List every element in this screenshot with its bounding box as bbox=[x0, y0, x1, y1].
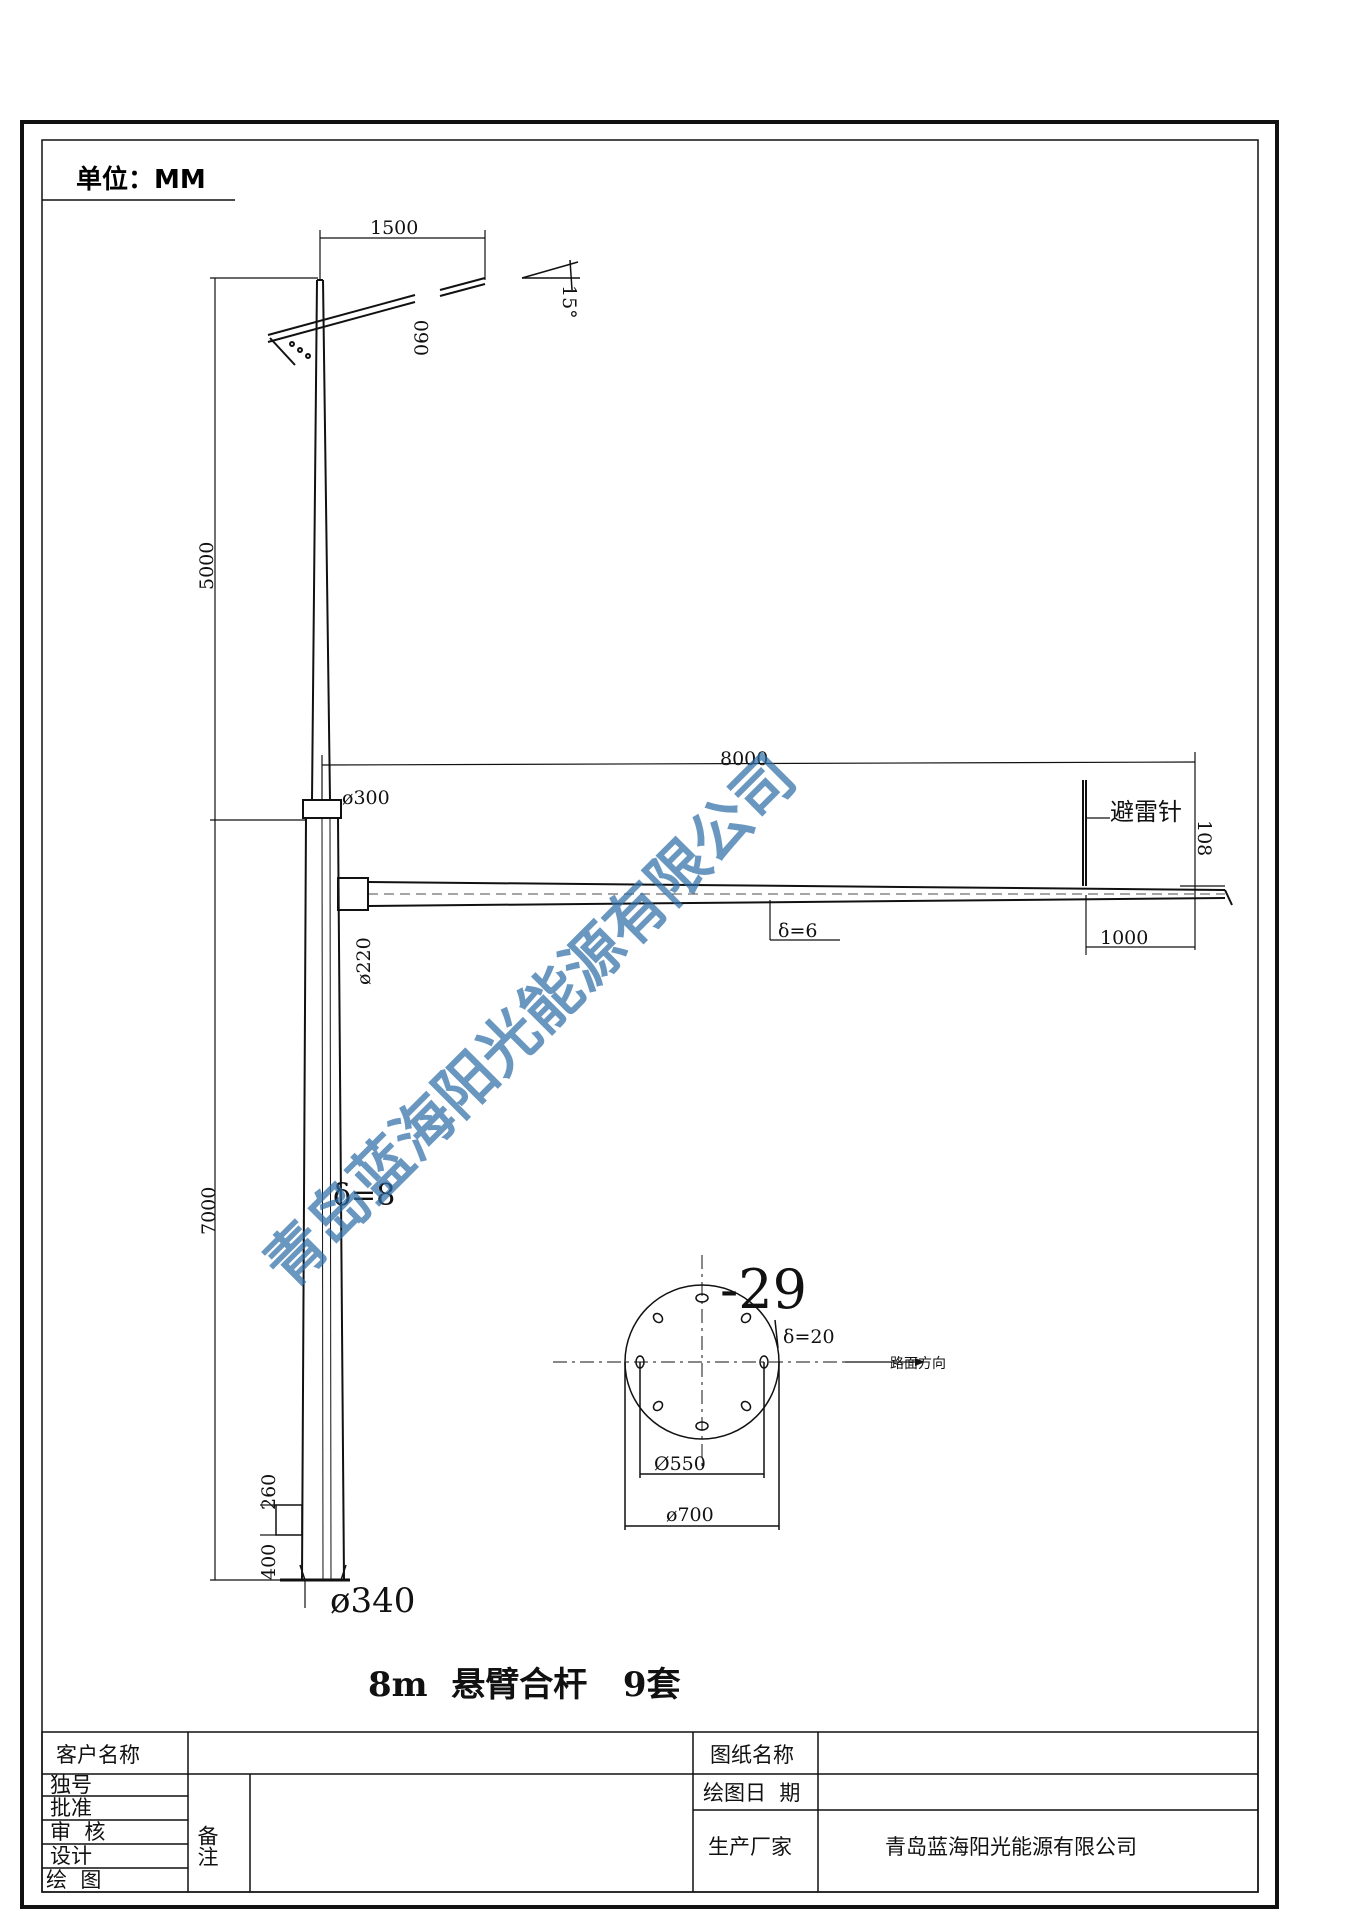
cantilever bbox=[337, 780, 1233, 911]
watermark: 青岛蓝海阳光能源有限公司 bbox=[251, 742, 810, 1301]
flange-bolt-circle-diameter: Ø550 bbox=[654, 1453, 706, 1475]
customer-name-label: 客户名称 bbox=[56, 1743, 140, 1767]
flange-plate-thickness: δ=20 bbox=[783, 1326, 835, 1348]
dim-lamp-arm-length: 1500 bbox=[370, 217, 418, 239]
dim-cantilever bbox=[321, 752, 1225, 955]
dim-arm-tip-length: 1000 bbox=[1100, 927, 1148, 949]
dim-door-offset: 400 bbox=[258, 1544, 280, 1580]
outer-frame bbox=[20, 120, 1279, 1909]
dim-lower-pole-height: 7000 bbox=[198, 1187, 220, 1235]
drawing-name-label: 图纸名称 bbox=[710, 1743, 794, 1767]
pole bbox=[275, 279, 350, 1582]
role-row: 绘 图 bbox=[46, 1868, 101, 1892]
lightning-rod-label: 避雷针 bbox=[1110, 798, 1182, 826]
dim-pole-top-diameter: ø300 bbox=[342, 787, 390, 809]
draw-date-label: 绘图日 期 bbox=[703, 1781, 800, 1805]
manufacturer-value: 青岛蓝海阳光能源有限公司 bbox=[885, 1835, 1137, 1859]
dim-lamp-arm-diameter: 060 bbox=[411, 320, 433, 356]
flange-bolt-label: -29 bbox=[720, 1258, 807, 1321]
dim-left-verticals bbox=[210, 277, 318, 1581]
inner-frame bbox=[41, 139, 1259, 1893]
dim-base-diameter: ø340 bbox=[330, 1581, 415, 1621]
drawing-title: 8m 悬臂合杆 9套 bbox=[368, 1665, 680, 1705]
flange-road-direction: 路面方向 bbox=[890, 1356, 946, 1372]
dim-lightning-rod-height: 108 bbox=[1193, 820, 1215, 856]
remarks-label: 备注 bbox=[195, 1825, 219, 1867]
unit-label: 单位：MM bbox=[76, 164, 206, 195]
dim-cantilever-length: 8000 bbox=[720, 748, 768, 770]
role-row: 设计 bbox=[50, 1844, 92, 1868]
dim-pole-thickness: δ=8 bbox=[333, 1178, 395, 1213]
dim-arm-base-diameter: ø220 bbox=[353, 937, 375, 985]
role-row: 审 核 bbox=[50, 1820, 105, 1844]
manufacturer-label: 生产厂家 bbox=[708, 1835, 792, 1859]
dim-lamp-arm bbox=[319, 230, 486, 280]
role-row: 批准 bbox=[50, 1796, 92, 1820]
lamp-arm bbox=[267, 277, 486, 366]
dim-door-height: 260 bbox=[258, 1474, 280, 1510]
title-block bbox=[41, 1731, 1259, 1893]
dim-tilt-angle: 15° bbox=[558, 285, 580, 319]
flange-plate-diameter: ø700 bbox=[666, 1504, 714, 1526]
role-row: 独号 bbox=[50, 1773, 92, 1797]
angle-marker bbox=[521, 259, 580, 291]
dim-cantilever-thickness: δ=6 bbox=[778, 920, 817, 942]
flange-plate bbox=[553, 1255, 925, 1530]
dim-upper-pole-height: 5000 bbox=[196, 542, 218, 590]
